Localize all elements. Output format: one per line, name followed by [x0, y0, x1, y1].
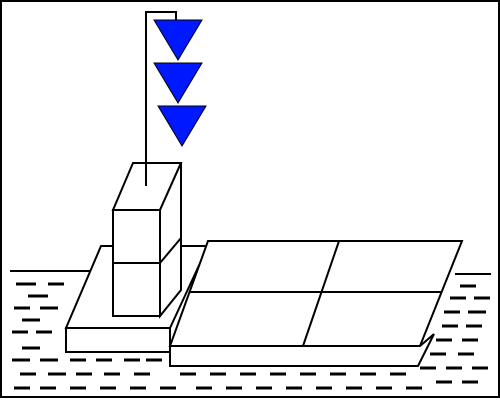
signal-mast [145, 11, 177, 186]
bollard-band-side [159, 237, 182, 264]
pontoon-side [169, 333, 435, 367]
signal-pennants [153, 19, 207, 147]
dock-platform-front [65, 327, 171, 353]
bollard-block [111, 162, 183, 319]
signal-pennant-triangle-icon [153, 19, 203, 61]
pontoon-seam-vertical [302, 240, 340, 347]
signal-pennant-triangle-icon [157, 105, 207, 147]
bollard-side [159, 162, 182, 319]
water-surface [10, 270, 491, 275]
water-ripples-left [12, 282, 66, 390]
signal-pennant-triangle-icon [153, 62, 203, 104]
water-ripples-right [420, 284, 490, 384]
pontoon-deck [168, 240, 464, 347]
water-ripples-bottom [70, 358, 422, 390]
floating-pontoon [168, 240, 464, 367]
